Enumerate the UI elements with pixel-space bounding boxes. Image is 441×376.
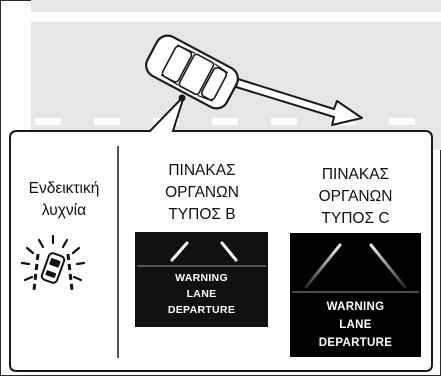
panel-b-title-line-1: ΠΙΝΑΚΑΣ xyxy=(136,160,268,182)
panel-c-warning-line-3: DEPARTURE xyxy=(290,334,421,352)
panel-c-warning-line-2: LANE xyxy=(290,316,421,334)
panel-b-title: ΠΙΝΑΚΑΣ ΟΡΓΑΝΩΝ ΤΥΠΟΣ Β xyxy=(136,160,268,226)
panel-b-warning: WARNING LANE DEPARTURE xyxy=(136,270,267,318)
panel-c-warning: WARNING LANE DEPARTURE xyxy=(290,298,421,352)
panel-c-warning-line-1: WARNING xyxy=(290,298,421,316)
callout-point xyxy=(179,95,186,102)
panel-b-warning-line-1: WARNING xyxy=(136,270,267,286)
panel-c-title-line-3: ΤΥΠΟΣ C xyxy=(290,208,421,230)
panel-b-title-line-2: ΟΡΓΑΝΩΝ xyxy=(136,182,268,204)
indicator-label-line-1: Ενδεικτική xyxy=(12,178,116,200)
panel-c-title-line-1: ΠΙΝΑΚΑΣ xyxy=(290,164,421,186)
indicator-label-line-2: λυχνία xyxy=(12,200,116,222)
panel-b-warning-line-2: LANE xyxy=(136,286,267,302)
indicator-label: Ενδεικτική λυχνία xyxy=(12,178,116,222)
panel-b-title-line-3: ΤΥΠΟΣ Β xyxy=(136,204,268,226)
panel-c-title-line-2: ΟΡΓΑΝΩΝ xyxy=(290,186,421,208)
panel-b-warning-line-3: DEPARTURE xyxy=(136,302,267,318)
panel-c-title: ΠΙΝΑΚΑΣ ΟΡΓΑΝΩΝ ΤΥΠΟΣ C xyxy=(290,164,421,230)
